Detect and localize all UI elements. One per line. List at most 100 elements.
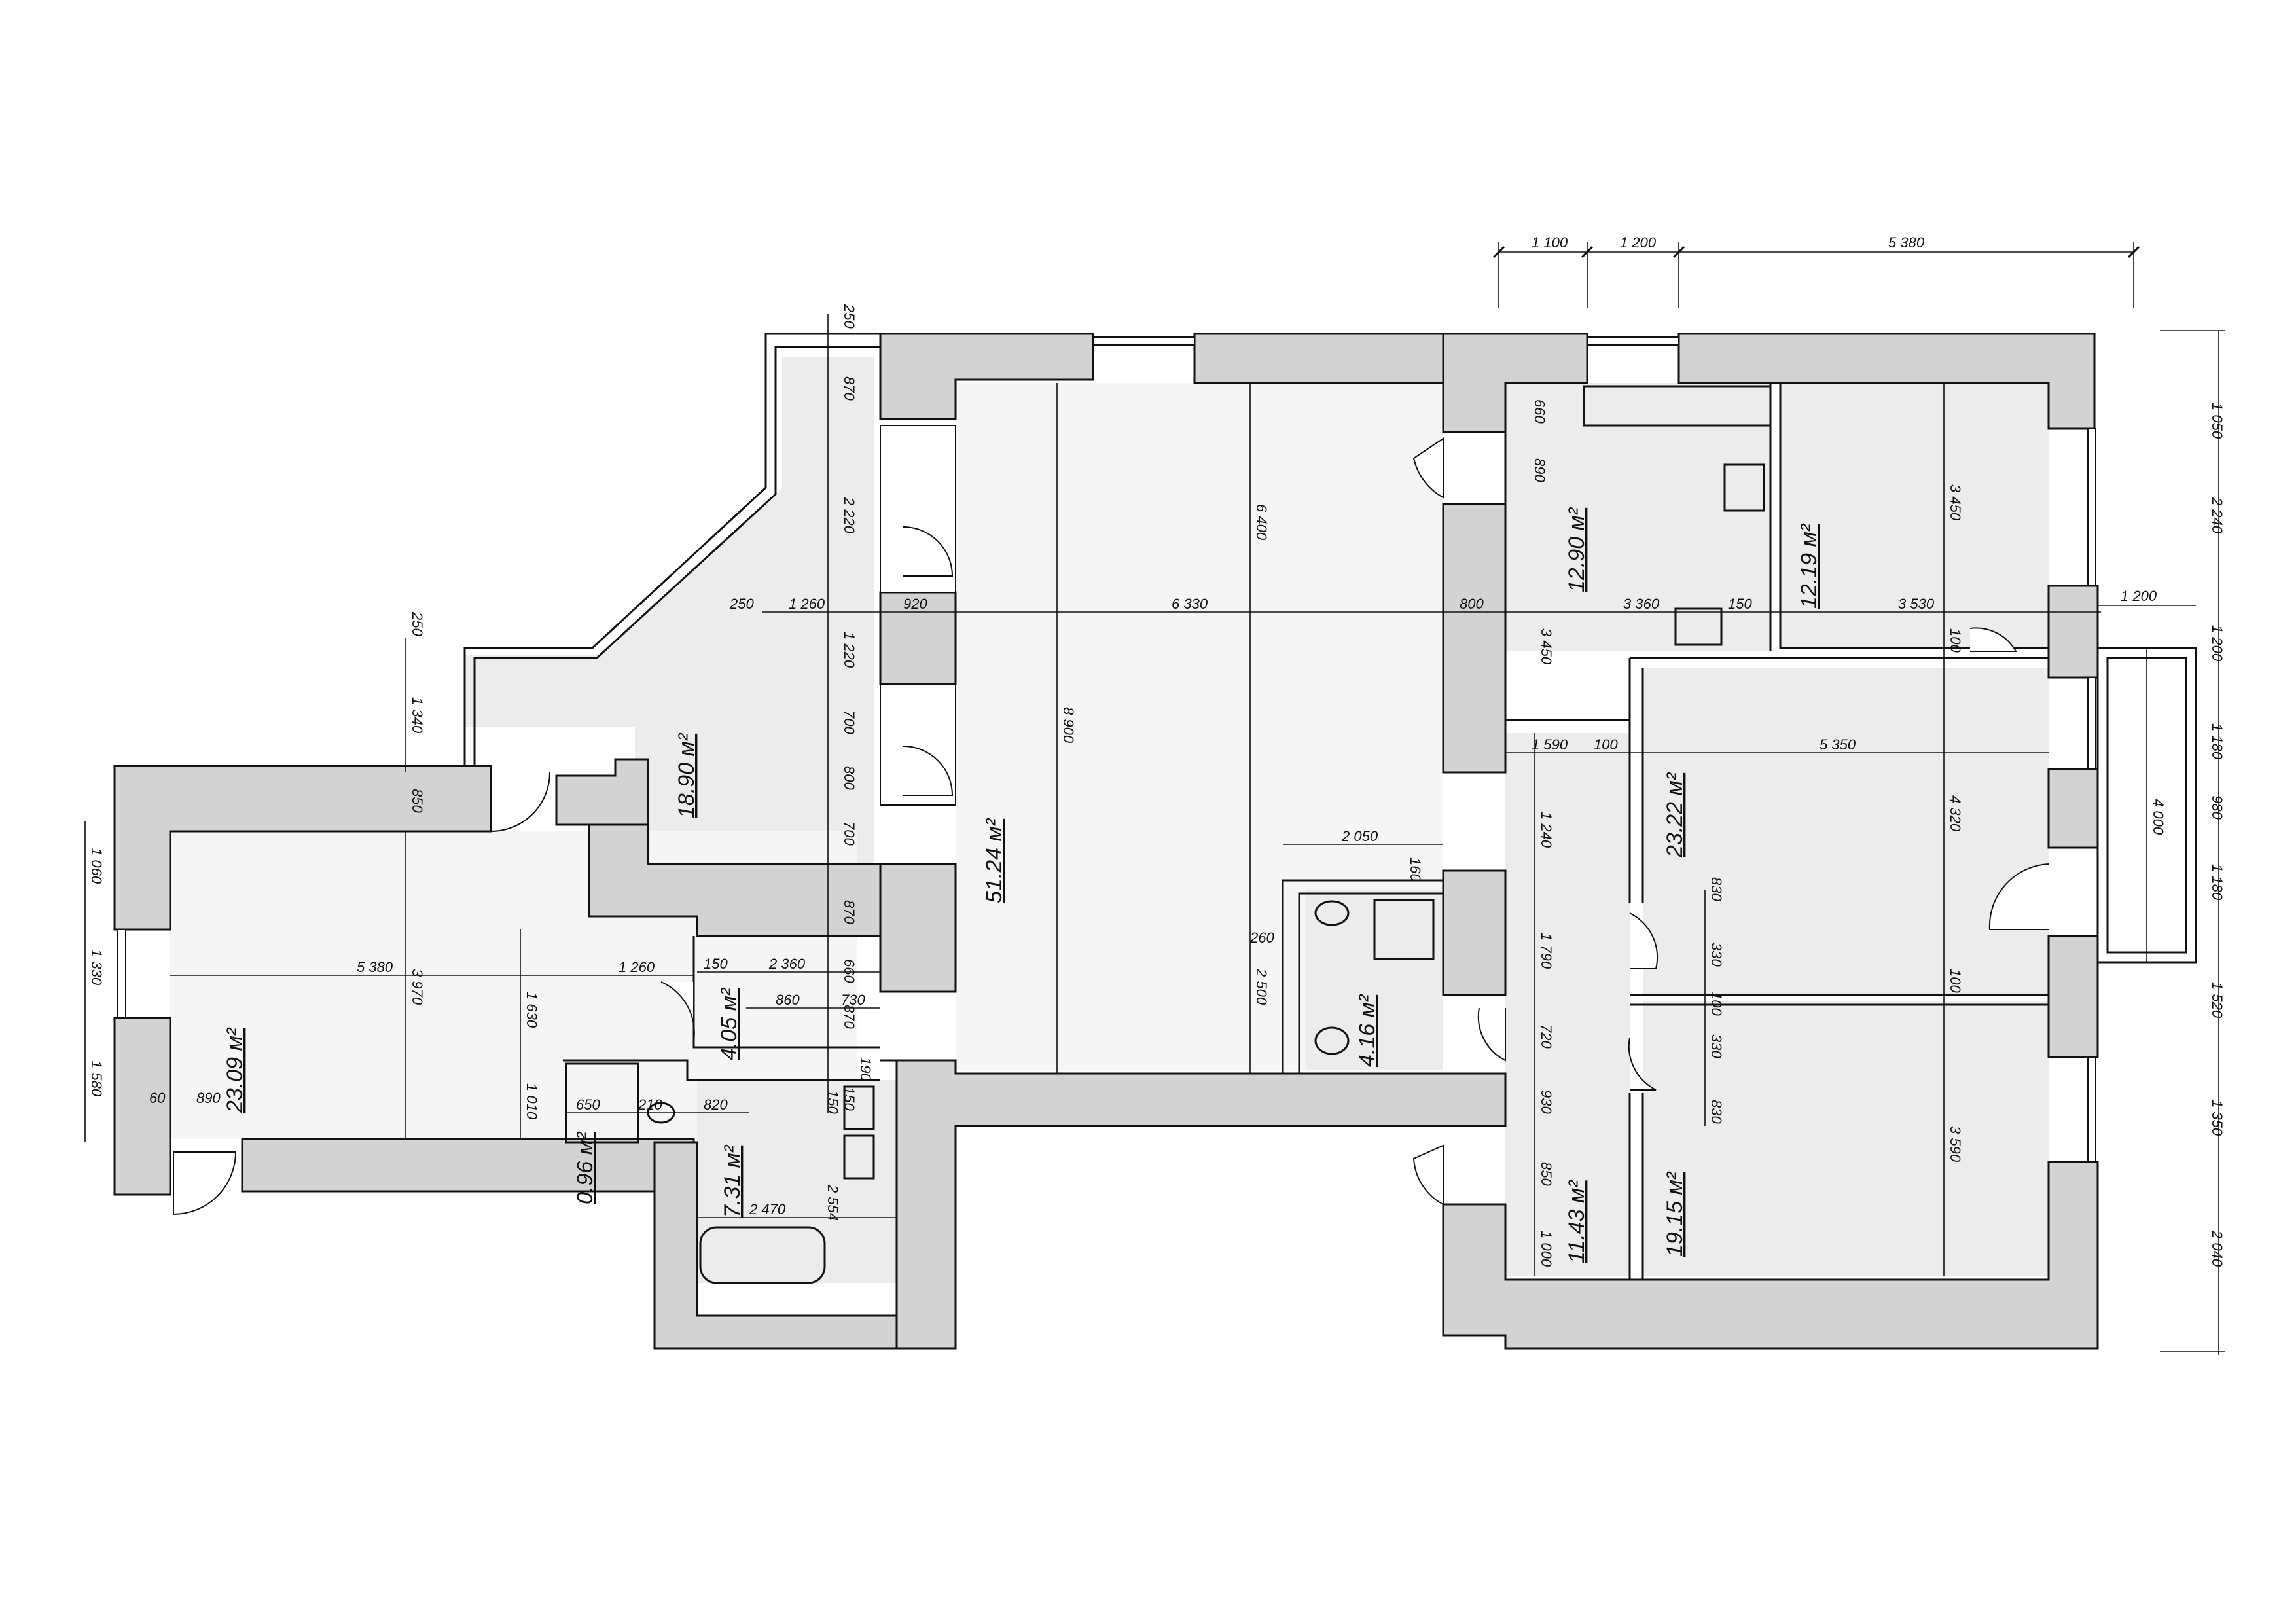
door-ne: [1969, 627, 2017, 652]
dimension-label: 160: [1407, 857, 1424, 882]
dimension-label: 1 050: [2209, 403, 2225, 439]
dimension-label: 1 200: [1620, 234, 1657, 251]
dimension-label: 4 320: [1947, 795, 1964, 832]
dimension-label: 5 380: [357, 959, 393, 975]
dimension-label: 870: [841, 900, 857, 924]
toilet-wc: [1314, 1026, 1350, 1055]
dimension-label: 660: [1532, 399, 1548, 424]
dimension-label: 210: [637, 1096, 662, 1113]
north-outline-outer: [463, 333, 880, 766]
dimension-label: 890: [196, 1090, 221, 1106]
floor-bedroom2: [1643, 1001, 2049, 1276]
floor-bedroom1: [1643, 668, 2049, 995]
dimension-label: 980: [2209, 795, 2225, 820]
dimension-label: 1 260: [619, 959, 655, 975]
area-kitchen: 12.90 м²: [1564, 507, 1589, 592]
door-north-2: [903, 746, 954, 796]
door-living-top: [1412, 437, 1444, 499]
dimension-label: 1 100: [1532, 234, 1568, 251]
door-hall: [660, 981, 695, 1041]
dimension-label: 2 040: [2209, 1230, 2225, 1267]
doors: [173, 437, 2049, 1216]
door-north-1: [903, 526, 954, 577]
dimension-label: 850: [1538, 1162, 1554, 1186]
dimension-label: 3 970: [409, 969, 425, 1005]
floor-north: [465, 357, 874, 864]
dimension-label: 60: [149, 1090, 166, 1106]
dimension-label: 250: [409, 611, 425, 636]
dimension-label: 720: [1538, 1024, 1554, 1049]
dimension-label: 2 360: [768, 956, 806, 972]
dimension-label: 2 240: [2209, 497, 2225, 534]
area-bath: 7.31 м²: [720, 1144, 745, 1218]
dimension-label: 2 554: [825, 1184, 841, 1221]
door-bed2: [1628, 1037, 1657, 1091]
kitchen-counter: [1583, 385, 1772, 427]
floor-corridor: [1505, 733, 1630, 1276]
floor-bath: [697, 1080, 897, 1283]
wall-ne-top: [1677, 333, 2096, 430]
dimension-label: 4 000: [2150, 799, 2166, 835]
dimension-label: 100: [1947, 628, 1964, 653]
dimension-label: 3 450: [1947, 484, 1964, 521]
floor-room-ne: [1780, 383, 2049, 648]
dimension-label: 1 220: [841, 632, 857, 668]
dimension-label: 1 580: [88, 1060, 105, 1097]
dimension-label: 1 340: [409, 697, 425, 734]
north-outline-inner: [473, 346, 880, 766]
wall-divider-kitchen: [1442, 503, 1507, 774]
dimension-label: 2 470: [749, 1201, 786, 1218]
window-bed1: [2087, 677, 2096, 770]
door-corridor-bottom: [1412, 1144, 1444, 1206]
shower-wc: [1373, 899, 1435, 960]
dimension-label: 830: [1708, 877, 1725, 901]
walls: [113, 333, 2099, 1350]
wc-wall-inner: [1298, 892, 1443, 1074]
window-west: [117, 929, 126, 1019]
dimension-label: 1 180: [2209, 723, 2225, 760]
wall-west-left-lower: [113, 1017, 171, 1196]
dimension-label: 100: [1708, 992, 1725, 1016]
dimension-label: 1 630: [524, 992, 540, 1028]
dimension-label: 1 590: [1532, 736, 1568, 753]
area-labels: 51.24 м² 23.22 м² 19.15 м² 23.09 м² 18.9…: [223, 507, 1821, 1263]
dimension-label: 870: [841, 1005, 857, 1029]
dimension-label: 250: [841, 304, 857, 329]
sink-wc: [1314, 900, 1350, 926]
wall-east-1: [2047, 585, 2099, 679]
dimension-label: 1 350: [2209, 1100, 2225, 1136]
area-bedroom2: 19.15 м²: [1662, 1171, 1687, 1257]
hall-wall-1: [692, 936, 880, 1049]
ne-room-wall: [1779, 383, 2049, 649]
wall-column-mid: [879, 591, 957, 685]
stove: [1723, 463, 1765, 512]
dimension-label: 650: [576, 1096, 600, 1113]
dimension-label: 1 200: [2121, 588, 2157, 604]
dimension-label: 2 220: [841, 497, 857, 534]
dimension-labels: 1 100 1 200 5 380 1 050 2 240 1 200 1 18…: [88, 234, 2225, 1267]
wall-living-top-left: [879, 333, 1094, 420]
dimension-label: 150: [841, 1087, 857, 1111]
dimension-label: 3 590: [1947, 1126, 1964, 1163]
door-west-room: [490, 772, 550, 833]
area-bedroom1: 23.22 м²: [1662, 772, 1687, 858]
dimension-label: 150: [704, 956, 728, 972]
dimension-label: 250: [729, 596, 754, 612]
dimension-label: 860: [776, 992, 800, 1008]
window-living-1: [1092, 336, 1195, 346]
hall-wall-2: [563, 1059, 880, 1081]
wall-column-south: [879, 863, 957, 993]
dimension-label: 1 240: [1538, 812, 1554, 848]
dimension-label: 1 060: [88, 848, 105, 884]
dimension-label: 850: [409, 789, 425, 813]
wall-divider-wc: [1442, 869, 1507, 996]
dimension-label: 820: [704, 1096, 728, 1113]
door-corridor-wc: [1477, 1007, 1506, 1062]
door-west-outer: [173, 1151, 237, 1216]
dimension-label: 700: [841, 710, 857, 734]
dimension-label: 920: [903, 596, 927, 612]
window-living-2: [1587, 336, 1679, 346]
kitchen-wall: [1504, 383, 1630, 721]
dimension-label: 1 200: [2209, 625, 2225, 662]
